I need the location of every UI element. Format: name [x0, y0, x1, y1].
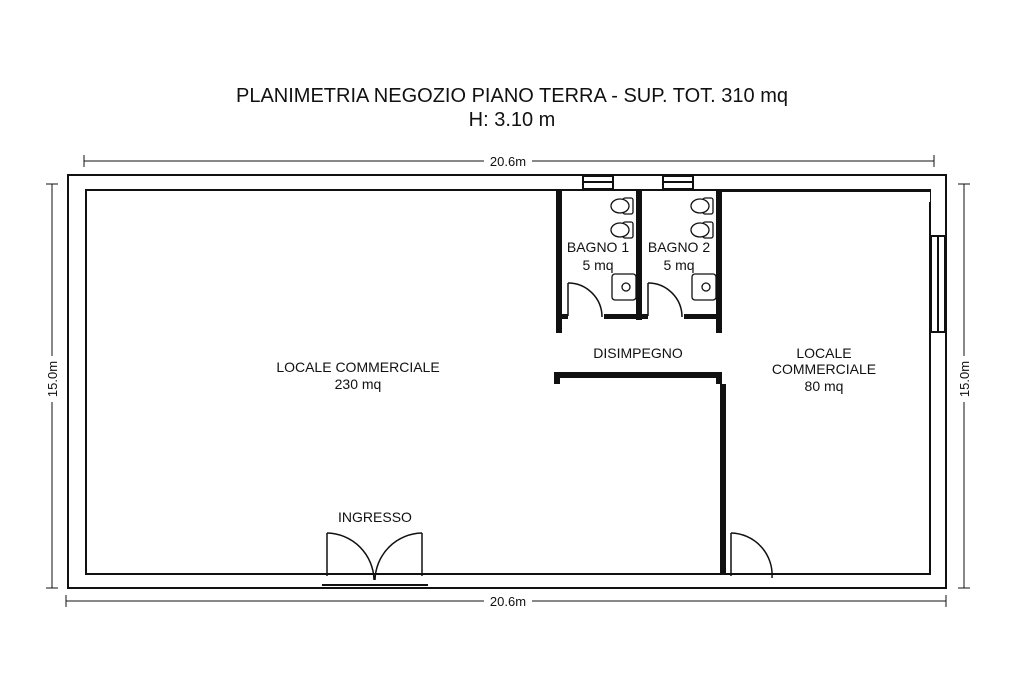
- plan-title: PLANIMETRIA NEGOZIO PIANO TERRA - SUP. T…: [235, 85, 788, 107]
- room-bagno2-name: BAGNO 2: [648, 239, 710, 255]
- bagno1-door-jamb-right: [604, 314, 642, 319]
- bagno2-door-jamb-right: [684, 314, 722, 319]
- dim-bottom-label: 20.6m: [490, 594, 526, 609]
- bagno-divider-wall: [636, 190, 642, 320]
- sink-icon: [611, 273, 637, 301]
- room-bagno1-name: BAGNO 1: [567, 239, 629, 255]
- right-room-top-edge: [722, 190, 930, 192]
- disimpegno-wall-corner: [716, 372, 722, 384]
- room-locale1-area: 230 mq: [335, 376, 382, 392]
- plan-height: H: 3.10 m: [468, 109, 556, 131]
- room-gap: [724, 190, 930, 202]
- room-bagno1-area: 5 mq: [582, 257, 613, 273]
- fixtures: [610, 197, 717, 301]
- bidet-icon: [690, 221, 714, 239]
- dim-left-label: 15.0m: [45, 361, 60, 397]
- room-locale1-name: LOCALE COMMERCIALE: [276, 359, 439, 375]
- partition-wall-top: [716, 190, 722, 202]
- right-door-swing: [730, 532, 773, 579]
- bagno2-right-wall: [716, 190, 722, 333]
- openings: [322, 176, 945, 587]
- dim-label-bg: [44, 153, 972, 609]
- toilet-icon: [690, 197, 714, 215]
- doors: [326, 282, 773, 581]
- room-locale2-name-line2: COMMERCIALE: [772, 361, 876, 377]
- disimpegno-wall-end: [554, 372, 560, 384]
- room-locale2-area: 80 mq: [805, 378, 844, 394]
- sink-icon: [691, 273, 717, 301]
- entrance-right-swing: [374, 532, 423, 581]
- entrance-left-swing: [326, 532, 375, 581]
- bidet-icon: [610, 221, 634, 239]
- window-frames: [322, 175, 946, 586]
- door-opening-right: [728, 575, 772, 587]
- bagno2-door-swing: [647, 282, 683, 318]
- partition-wall: [720, 384, 726, 574]
- wall-restore: [722, 190, 930, 192]
- room-ingresso-name: INGRESSO: [338, 509, 412, 525]
- bagno1-door-swing: [567, 282, 603, 318]
- dim-right-label: 15.0m: [957, 361, 972, 397]
- room-disimpegno-name: DISIMPEGNO: [593, 345, 683, 361]
- room-locale2-name-line1: LOCALE: [796, 345, 851, 361]
- toilet-icon: [610, 197, 634, 215]
- outer-wall: [67, 174, 947, 589]
- interior-walls: [554, 190, 726, 574]
- room-bagno2-area: 5 mq: [663, 257, 694, 273]
- dim-top-label: 20.6m: [490, 154, 526, 169]
- bagno1-left-wall: [556, 190, 562, 333]
- walls: [67, 174, 947, 589]
- bagno1-door-jamb: [556, 314, 568, 319]
- disimpegno-wall: [554, 372, 722, 378]
